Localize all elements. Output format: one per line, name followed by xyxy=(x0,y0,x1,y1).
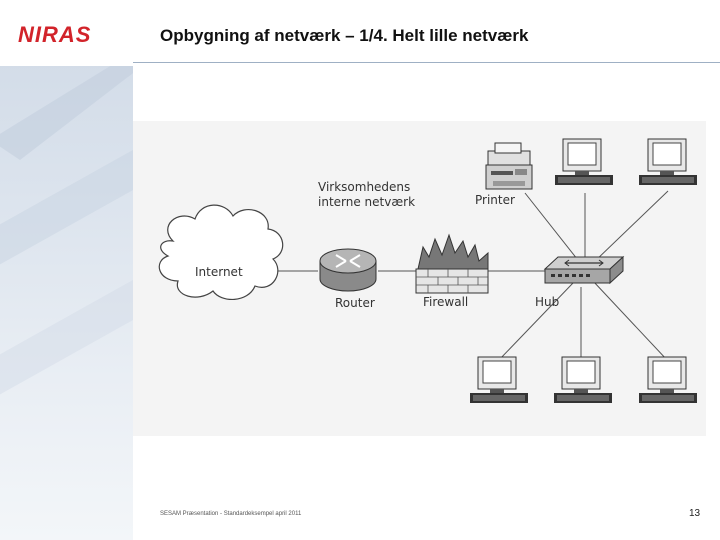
network-diagram: Internet Router xyxy=(133,121,706,436)
logo-area: NIRAS xyxy=(0,0,133,66)
network-diagram-svg: Internet Router xyxy=(158,138,697,403)
computer-icon-bottom-right xyxy=(639,356,697,403)
internal-network-label-line1: Virksomhedens xyxy=(318,180,410,194)
header-divider xyxy=(133,62,720,63)
internet-cloud-icon xyxy=(158,204,284,300)
sidebar-decoration xyxy=(0,60,133,395)
firewall-label: Firewall xyxy=(423,295,468,309)
router-label: Router xyxy=(335,296,375,310)
link-hub-pc-bottom-left xyxy=(497,282,574,362)
connection-lines xyxy=(250,190,669,362)
hub-icon xyxy=(543,255,625,285)
sidebar-background xyxy=(0,0,133,540)
link-hub-printer xyxy=(524,192,586,270)
niras-logo: NIRAS xyxy=(18,22,92,47)
router-icon xyxy=(319,248,377,292)
hub-label: Hub xyxy=(535,295,559,309)
computer-icon-top-mid xyxy=(555,138,613,185)
internal-network-label-line2: interne netværk xyxy=(318,195,415,209)
slide-footer: SESAM Præsentation - Standardeksempel ap… xyxy=(160,511,302,517)
computer-icon-top-right xyxy=(639,138,697,185)
link-hub-pc-top-right xyxy=(592,190,669,264)
printer-label: Printer xyxy=(475,193,515,207)
computer-icon-bottom-left xyxy=(470,356,528,403)
slide-title: Opbygning af netværk – 1/4. Helt lille n… xyxy=(160,26,529,45)
link-hub-pc-bottom-right xyxy=(592,280,669,362)
printer-icon xyxy=(485,142,533,190)
firewall-icon xyxy=(415,233,489,294)
page-number: 13 xyxy=(689,508,701,519)
computer-icon-bottom-mid xyxy=(554,356,612,403)
internet-label: Internet xyxy=(195,265,243,279)
